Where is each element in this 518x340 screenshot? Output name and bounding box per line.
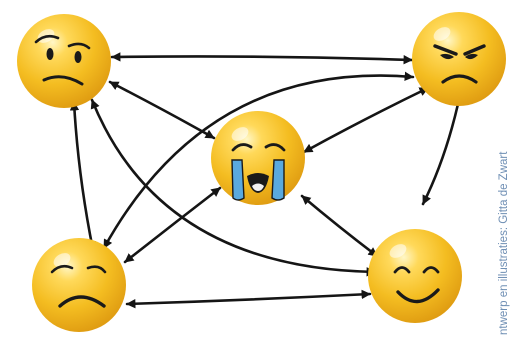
arrow-angry-crying bbox=[302, 86, 430, 154]
arrow-confused-crying bbox=[108, 80, 216, 140]
arrow-sad-crying bbox=[123, 186, 222, 264]
crying-face-icon bbox=[211, 111, 305, 205]
happy-face-icon bbox=[368, 229, 462, 323]
arrow-sad-happy bbox=[125, 289, 372, 309]
arrow-angry-happy bbox=[421, 102, 460, 206]
confused-face-icon bbox=[17, 14, 111, 108]
sad-face-icon bbox=[32, 238, 126, 332]
illustrator-credit: ntwerp en illustraties: Gitta de Zwart bbox=[498, 151, 510, 335]
arrow-confused-angry bbox=[110, 52, 414, 65]
arrow-confused-sad bbox=[69, 100, 96, 252]
angry-face-icon bbox=[412, 12, 506, 106]
arrow-crying-happy bbox=[300, 194, 379, 258]
